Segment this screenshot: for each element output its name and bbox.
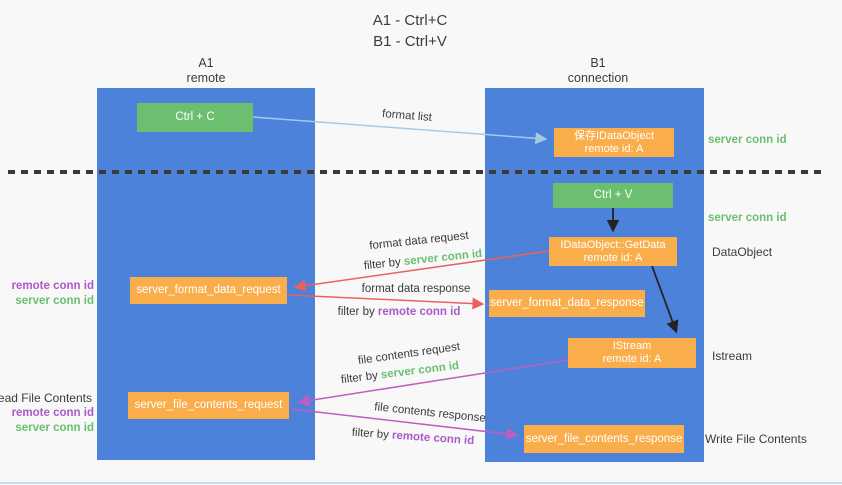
filter-by-text: filter by bbox=[340, 369, 382, 387]
node-istream-line1: IStream bbox=[612, 340, 652, 352]
arrow-format-data-response bbox=[288, 294, 485, 310]
node-server-file-contents-response: server_file_contents_response bbox=[524, 425, 684, 453]
node-server-file-contents-response-label: server_file_contents_response bbox=[525, 432, 683, 445]
node-idataobject-getdata-line1: IDataObject::GetData bbox=[560, 238, 666, 251]
lane-right-role: connection bbox=[567, 71, 629, 85]
remote-conn-id-text: remote conn id bbox=[391, 429, 475, 448]
node-idataobject-getdata-line2: remote id: A bbox=[583, 251, 643, 264]
server-conn-id-text: server conn id bbox=[380, 359, 460, 382]
node-server-format-data-request-label: server_format_data_request bbox=[136, 284, 281, 296]
server-conn-id-label: server conn id bbox=[15, 294, 94, 307]
edge-label-format-data-response-filter: filter by remote conn id bbox=[338, 306, 461, 318]
node-save-idataobject-line1: 保存IDataObject bbox=[573, 129, 655, 142]
node-ctrl-v: Ctrl + V bbox=[553, 183, 673, 208]
server-conn-id-label: server conn id bbox=[15, 421, 94, 434]
node-server-file-contents-request-label: server_file_contents_request bbox=[134, 399, 283, 411]
node-ctrl-c: Ctrl + C bbox=[137, 103, 253, 132]
node-save-idataobject-line2: remote id: A bbox=[584, 142, 644, 155]
node-istream: IStream remote id: A bbox=[568, 338, 696, 368]
node-server-format-data-response: server_format_data_response bbox=[489, 290, 645, 317]
edge-label-format-data-request: format data request bbox=[368, 229, 470, 253]
diagram-title: A1 - Ctrl+C B1 - Ctrl+V bbox=[310, 10, 510, 52]
lane-header-right: B1 connection bbox=[538, 56, 658, 86]
write-file-contents-label: Write File Contents bbox=[705, 432, 807, 446]
node-ctrl-v-label: Ctrl + V bbox=[593, 189, 633, 201]
filter-by-text: filter by bbox=[351, 426, 393, 442]
read-file-contents-label: Read File Contents bbox=[0, 391, 92, 405]
node-server-format-data-request: server_format_data_request bbox=[130, 277, 287, 304]
node-idataobject-getdata: IDataObject::GetData remote id: A bbox=[549, 237, 677, 266]
dataobject-label: DataObject bbox=[712, 245, 773, 259]
remote-conn-id-text: remote conn id bbox=[377, 306, 461, 318]
left-file-conn-ids: remote conn id server conn id bbox=[12, 406, 94, 435]
bottom-edge-line bbox=[0, 482, 842, 484]
filter-by-text: filter by bbox=[363, 256, 405, 273]
node-server-file-contents-request: server_file_contents_request bbox=[128, 392, 289, 419]
edge-label-format-data-request-filter: filter by server conn id bbox=[363, 248, 482, 272]
remote-conn-id-label: remote conn id bbox=[11, 280, 94, 292]
node-istream-line2: remote id: A bbox=[602, 353, 662, 365]
istream-label: Istream bbox=[712, 349, 753, 363]
title-line-b1: B1 - Ctrl+V bbox=[373, 33, 447, 50]
edge-label-file-contents-response-filter: filter by remote conn id bbox=[351, 427, 474, 448]
server-conn-id-top-label: server conn id bbox=[708, 134, 787, 146]
lane-left-name: A1 bbox=[198, 56, 214, 70]
lane-header-left: A1 remote bbox=[146, 56, 266, 86]
lane-left-role: remote bbox=[186, 71, 226, 85]
lane-right-name: B1 bbox=[590, 56, 606, 70]
title-line-a1: A1 - Ctrl+C bbox=[372, 12, 448, 29]
node-ctrl-c-label: Ctrl + C bbox=[175, 111, 215, 123]
edge-label-format-list: format list bbox=[381, 108, 433, 124]
node-save-idataobject: 保存IDataObject remote id: A bbox=[554, 128, 674, 157]
filter-by-text: filter by bbox=[337, 306, 378, 318]
node-server-format-data-response-label: server_format_data_response bbox=[490, 297, 644, 309]
left-format-conn-ids: remote conn id server conn id bbox=[12, 279, 94, 308]
edge-label-file-contents-response: file contents response bbox=[373, 401, 487, 425]
server-conn-id-text: server conn id bbox=[403, 247, 483, 268]
server-conn-id-mid-label: server conn id bbox=[708, 212, 787, 224]
edge-label-format-data-response: format data response bbox=[361, 283, 471, 295]
remote-conn-id-label: remote conn id bbox=[11, 407, 94, 419]
phase-divider-dotted-line bbox=[8, 170, 826, 174]
